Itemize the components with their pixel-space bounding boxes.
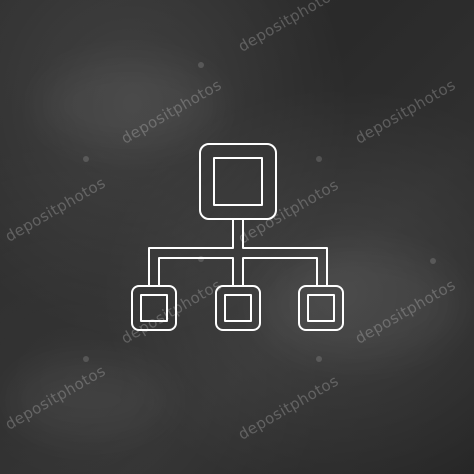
chalk-smudge <box>40 60 220 150</box>
chalk-smudge <box>260 250 460 360</box>
top-node-outer <box>199 143 277 220</box>
child-node-left-inner <box>140 294 168 322</box>
connector-lines <box>148 218 328 287</box>
watermark-dot <box>316 356 322 362</box>
child-node-middle-outer <box>215 285 261 331</box>
watermark-dot <box>83 356 89 362</box>
watermark-dot <box>83 156 89 162</box>
child-node-middle-inner <box>224 294 252 322</box>
watermark-dot <box>316 156 322 162</box>
child-node-left-outer <box>131 285 177 331</box>
chalk-smudge <box>10 360 170 440</box>
watermark-dot <box>430 258 436 264</box>
child-node-right-inner <box>307 294 335 322</box>
top-node-inner <box>213 157 263 206</box>
watermark-dot <box>198 62 204 68</box>
child-node-right-outer <box>298 285 344 331</box>
